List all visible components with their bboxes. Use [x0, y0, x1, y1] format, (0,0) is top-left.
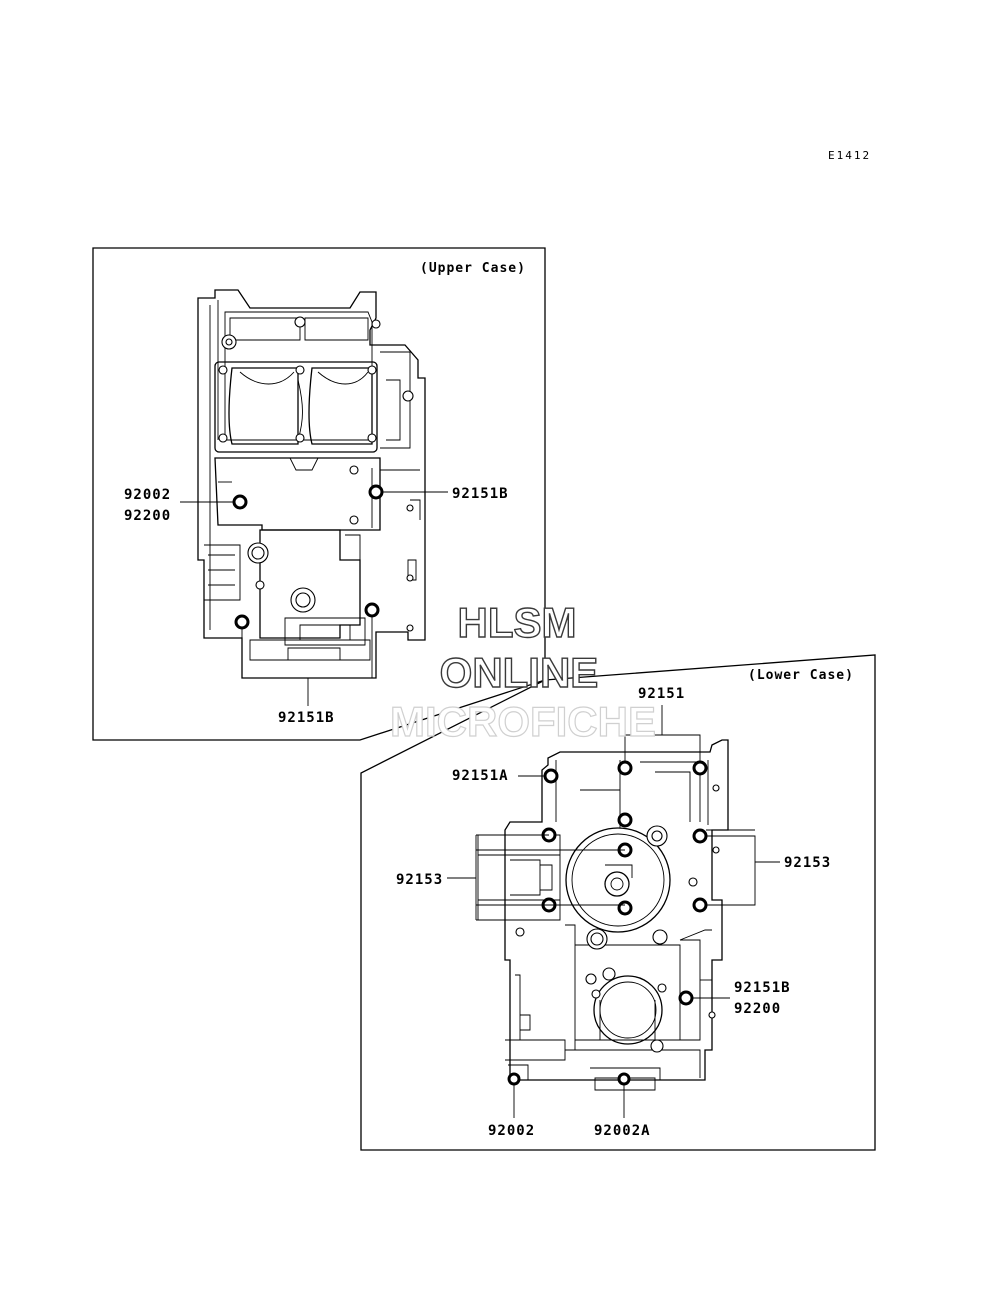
leader-line [624, 705, 701, 762]
leader-line [447, 834, 625, 921]
bolt-icon [617, 812, 633, 828]
bolt-icon [234, 614, 250, 630]
label-92151b-upper-bottom: 92151B [278, 710, 335, 726]
label-92002-upper: 92002 [124, 487, 171, 503]
bolt-icon [364, 602, 380, 618]
watermark: HLSM ONLINE MICROFICHE [389, 598, 656, 745]
label-92153-lower-left: 92153 [396, 872, 443, 888]
label-92151a-lower: 92151A [452, 768, 509, 784]
label-92002a-lower: 92002A [594, 1123, 651, 1139]
upper-case-title: (Upper Case) [420, 261, 526, 276]
bolt-icon [692, 828, 708, 844]
bolt-icon [368, 484, 384, 500]
label-92151b-lower: 92151B [734, 980, 791, 996]
diagram-code: E1412 [828, 149, 871, 162]
watermark-line-1: HLSM [458, 599, 577, 646]
bolt-icon [232, 494, 248, 510]
bolt-icon [617, 760, 633, 776]
bolt-icon [617, 1072, 631, 1086]
bolt-icon [692, 760, 708, 776]
label-92151-lower-top: 92151 [638, 686, 685, 702]
bolt-icon [507, 1072, 521, 1086]
lower-case-frame [360, 654, 876, 1151]
watermark-line-2: ONLINE [440, 649, 599, 696]
bolt-icon [678, 990, 694, 1006]
upper-case-panel: (Upper Case) [92, 247, 546, 741]
lower-case-panel: (Lower Case) [360, 654, 876, 1151]
bolt-icon [692, 897, 708, 913]
watermark-line-3: MICROFICHE [390, 698, 656, 745]
label-92200-lower: 92200 [734, 1001, 781, 1017]
bolt-icon [617, 900, 633, 916]
leader-line [241, 616, 373, 706]
label-92200-upper: 92200 [124, 508, 171, 524]
label-92002-lower: 92002 [488, 1123, 535, 1139]
upper-crankcase-drawing [197, 289, 426, 679]
label-92153-lower-right: 92153 [784, 855, 831, 871]
label-92151b-upper-right: 92151B [452, 486, 509, 502]
leader-line [706, 829, 780, 906]
upper-case-frame [92, 247, 546, 741]
lower-crankcase-drawing [477, 739, 729, 1091]
bolt-icon [543, 768, 559, 784]
lower-case-title: (Lower Case) [748, 668, 854, 683]
